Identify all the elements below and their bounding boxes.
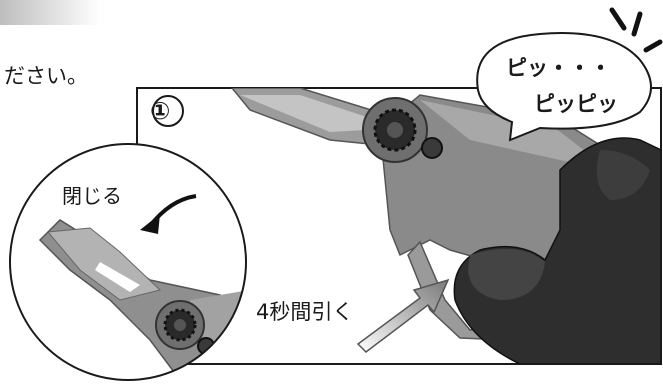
beep-text-line1: ピッ・・・ [506,56,611,80]
speech-bubble [476,32,652,142]
pull-arrow-icon [356,278,450,353]
step-marker [152,95,184,127]
step-number: ① [150,97,171,125]
pull-label: 4秒間引く [256,300,354,324]
beep-text-line2: ピッピッ [534,92,618,116]
instruction-text: ださい。 [4,64,88,88]
close-label: 閉じる [62,184,122,208]
header-banner [0,0,100,25]
sound-burst-icon [609,7,663,53]
